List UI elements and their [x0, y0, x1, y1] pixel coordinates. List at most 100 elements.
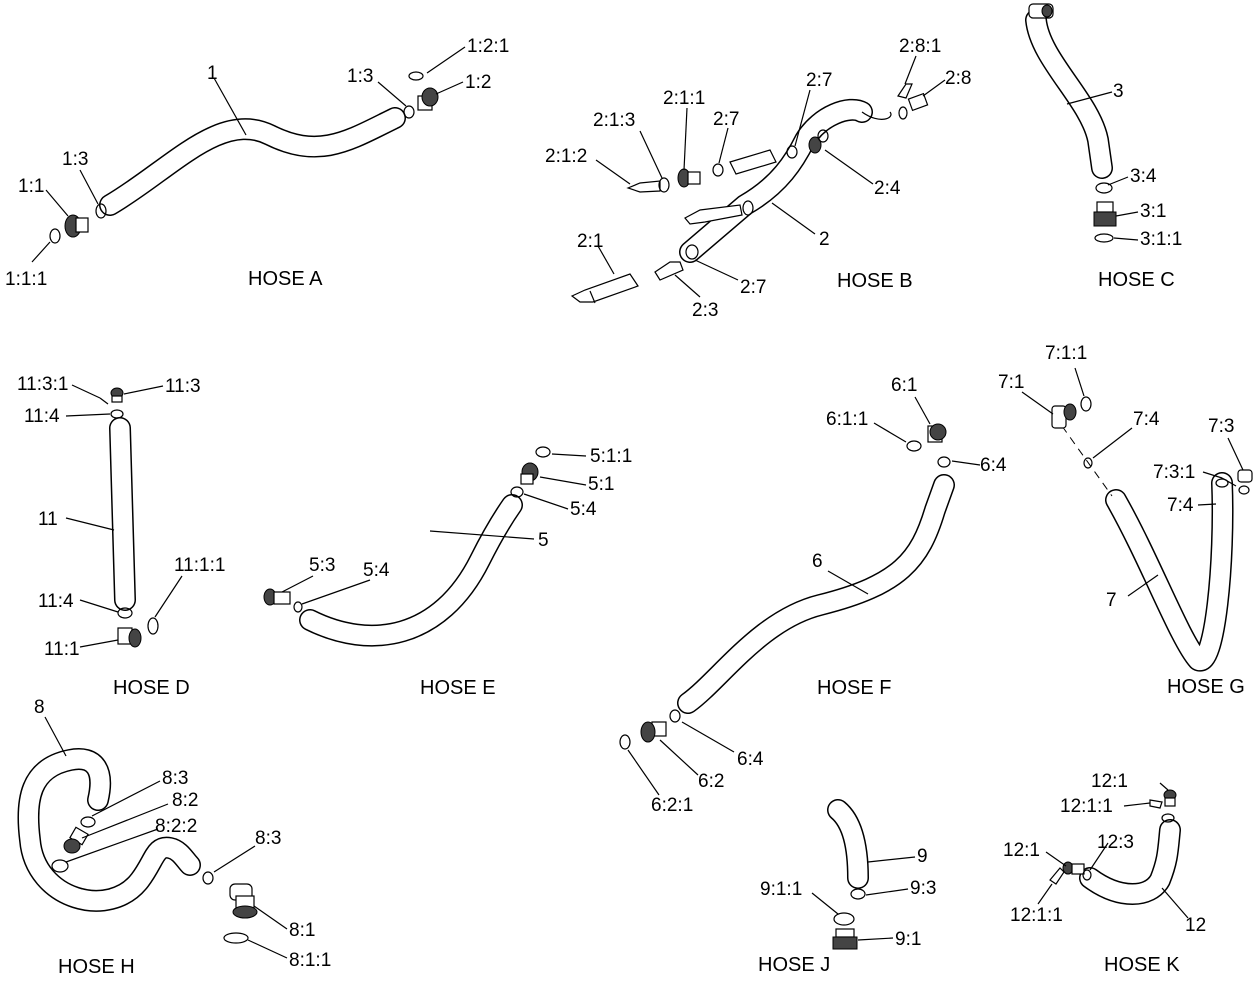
hose-h-clamp-8-3-left [80, 816, 96, 828]
label-2: 2 [819, 229, 830, 250]
hose-j-fitting-9-1 [832, 928, 858, 950]
hose-a-fitting-1-2 [417, 87, 439, 111]
hose-k-title: HOSE K [1104, 954, 1180, 976]
label-2-7-low: 2:7 [740, 277, 766, 298]
hose-g-oring-7-1-1 [1080, 396, 1092, 412]
hose-b-fitting-2-1 [570, 273, 639, 304]
hose-f-clamp-6-4-bottom [669, 709, 681, 723]
hose-g-clamp-7-4-mid [1083, 457, 1093, 469]
hose-g-dashed-line [1061, 425, 1113, 497]
label-1-1-1: 1:1:1 [5, 269, 47, 290]
label-8-3-right: 8:3 [255, 828, 281, 849]
hose-c-clamp-3-4 [1095, 182, 1113, 194]
label-7-3: 7:3 [1208, 416, 1234, 437]
hose-k-clip-12-1-1-left [1049, 867, 1065, 885]
label-5-4-top: 5:4 [570, 499, 597, 520]
hose-b-tube-end [861, 111, 892, 120]
label-12-3: 12:3 [1097, 832, 1134, 853]
label-1-3-top: 1:3 [347, 66, 373, 87]
label-1-2: 1:2 [465, 72, 491, 93]
hose-f-oring-6-1-1 [906, 440, 922, 452]
hose-d-clip-11-3-1 [99, 397, 109, 405]
label-8-2-2: 8:2:2 [155, 816, 197, 837]
hose-h-clamp-8-3-right [202, 871, 214, 885]
hose-c-group: 3 3:4 3:1 3:1:1 HOSE C [1025, 3, 1182, 291]
label-7-3-1: 7:3:1 [1153, 462, 1195, 483]
hose-g-group: 7:1:1 7:1 7:4 7:3 7:3:1 7:4 7 HOSE G [998, 343, 1253, 698]
hose-h-elbow-8-1 [229, 883, 258, 919]
label-12-1-1-top: 12:1:1 [1060, 796, 1113, 817]
label-12: 12 [1185, 915, 1206, 936]
label-12-1-1-left: 12:1:1 [1010, 905, 1063, 926]
hose-d-group: 11:3:1 11:3 11:4 11 11:1:1 11:4 11:1 HOS… [17, 374, 225, 699]
hose-b-clip-2-8-1 [897, 83, 913, 99]
hose-e-tube-fill [300, 495, 522, 645]
label-8-2: 8:2 [172, 790, 198, 811]
hose-b-branch-fitting [684, 204, 743, 225]
hose-e-oring-5-1-1 [535, 446, 551, 458]
label-11: 11 [38, 509, 58, 530]
hose-g-fitting-7-1 [1051, 403, 1077, 429]
hose-k-fitting-12-1-left [1062, 861, 1085, 875]
hose-f-clamp-6-4-top [937, 456, 951, 468]
label-9-1-1: 9:1:1 [760, 879, 802, 900]
label-3-1: 3:1 [1140, 201, 1166, 222]
hose-h-oring-8-2-2 [51, 859, 69, 873]
hose-f-group: 6:1 6:1:1 6:4 6 6:4 6:2 6:2:1 HOSE F [619, 375, 1007, 816]
hose-b-tee-2-4 [808, 129, 829, 154]
label-3-4: 3:4 [1130, 166, 1157, 187]
label-11-4-top: 11:4 [24, 406, 60, 427]
hose-k-fitting-12-1-top [1163, 789, 1177, 807]
hose-h-oring-8-1-1 [223, 932, 249, 944]
hose-a-group: 1 1:3 1:2:1 1:2 1:3 1:1 1:1:1 HOSE A [5, 36, 509, 290]
label-6-2-1: 6:2:1 [651, 795, 693, 816]
label-7-4-right: 7:4 [1167, 495, 1194, 516]
label-1-3-bottom: 1:3 [62, 149, 88, 170]
label-11-3: 11:3 [165, 376, 201, 397]
hose-k-clip-12-1-1-top [1149, 799, 1163, 809]
hose-c-tube-fill [1026, 10, 1112, 178]
label-8: 8 [34, 697, 45, 718]
hose-j-clamp-9-3 [850, 888, 866, 900]
hose-b-tube-fill [680, 100, 872, 262]
label-7-4-mid: 7:4 [1133, 409, 1160, 430]
hose-g-clamp-7-4-right [1215, 478, 1229, 488]
label-8-1-1: 8:1:1 [289, 950, 331, 971]
hose-b-oring-2-1-3 [658, 177, 670, 193]
label-9-1: 9:1 [895, 929, 921, 950]
label-6-1: 6:1 [891, 375, 917, 396]
hose-e-fitting-5-1 [520, 462, 539, 485]
label-2-1: 2:1 [577, 231, 603, 252]
label-7-1-1: 7:1:1 [1045, 343, 1087, 364]
hose-b-title: HOSE B [837, 270, 913, 292]
label-11-1-1: 11:1:1 [174, 555, 225, 576]
label-12-1-top: 12:1 [1091, 771, 1128, 792]
label-1-1: 1:1 [18, 176, 44, 197]
hose-h-tube-fill [18, 749, 200, 911]
hose-k-clamp-12-3-top [1161, 813, 1175, 823]
hose-d-tube-fill [110, 418, 135, 610]
hose-c-fitting-3-1 [1093, 201, 1117, 227]
label-5: 5 [538, 530, 549, 551]
hose-k-tube-fill [1080, 820, 1180, 904]
label-12-1-left: 12:1 [1003, 840, 1040, 861]
label-6-2: 6:2 [698, 771, 724, 792]
hose-b-fitting-2-8 [898, 92, 929, 120]
hose-f-fitting-6-2 [640, 721, 667, 743]
hose-a-oring-1-1-1 [49, 228, 61, 244]
hose-k-group: 12:1 12:1:1 12:3 12:1 12 12:1:1 HOSE K [1003, 771, 1206, 976]
label-5-1-1: 5:1:1 [590, 446, 632, 467]
label-3: 3 [1113, 81, 1124, 102]
hose-a-fitting-1-1 [64, 214, 89, 238]
label-5-3: 5:3 [309, 555, 335, 576]
label-6-4-bottom: 6:4 [737, 749, 764, 770]
hose-b-group: 2:1:1 2:7 2:8:1 2:8 2:1:3 2:7 2:1:2 2:4 … [545, 36, 971, 321]
hose-j-oring-9-1-1 [833, 912, 855, 926]
label-2-3: 2:3 [692, 300, 718, 321]
label-3-1-1: 3:1:1 [1140, 229, 1182, 250]
label-6-4-top: 6:4 [980, 455, 1007, 476]
hose-d-clamp-11-4-top [110, 409, 124, 419]
label-7-1: 7:1 [998, 372, 1024, 393]
label-11-3-1: 11:3:1 [17, 374, 68, 395]
hose-a-clamp-1-3-right [403, 105, 415, 119]
